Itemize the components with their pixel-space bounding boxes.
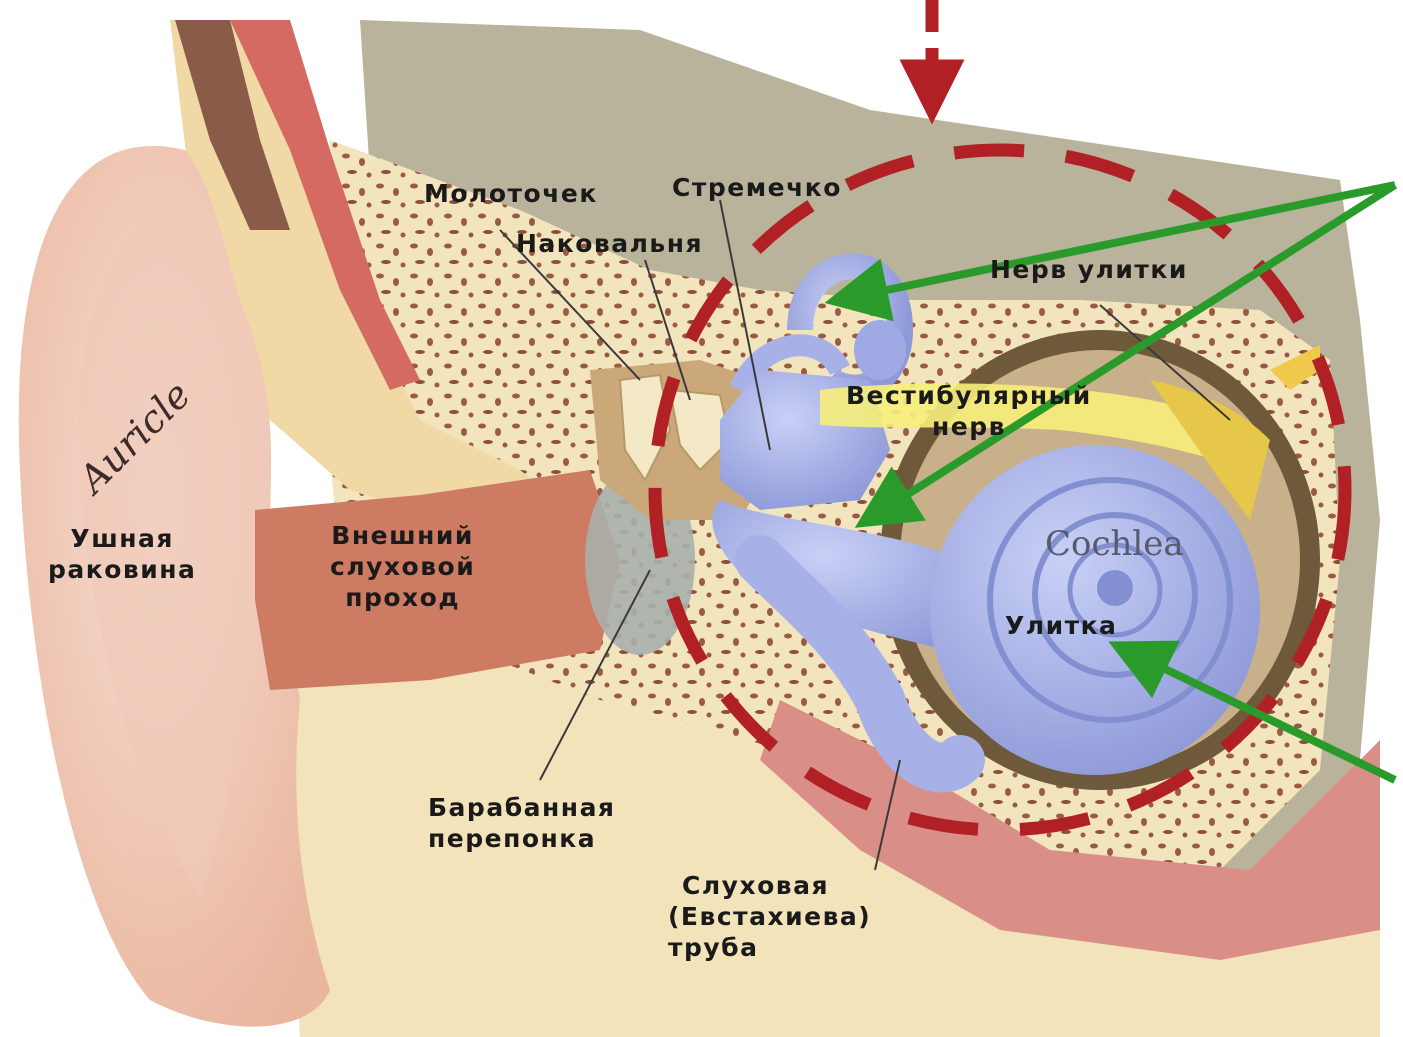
auricle-ru-label: Ушная раковина xyxy=(48,523,196,585)
stapes-label: Стремечко xyxy=(672,172,842,203)
ear-canal-label: Внешний слуховой проход xyxy=(330,520,475,613)
eustachian-line-1: Слуховая xyxy=(668,870,871,901)
auricle-ru-line-1: Ушная xyxy=(48,523,196,554)
eardrum-line-2: перепонка xyxy=(428,823,616,854)
vestibular-nerve-line-1: Вестибулярный xyxy=(846,380,1092,411)
eustachian-tube-label: Слуховая (Евстахиева) труба xyxy=(668,870,871,963)
incus-label: Наковальня xyxy=(516,228,703,259)
vestibular-nerve-line-2: нерв xyxy=(846,411,1092,442)
eardrum-line-1: Барабанная xyxy=(428,792,616,823)
ear-canal-line-3: проход xyxy=(330,582,475,613)
cochlea-en-label: Cochlea xyxy=(1045,524,1184,564)
ear-canal-line-2: слуховой xyxy=(330,551,475,582)
ear-canal-line-1: Внешний xyxy=(330,520,475,551)
vestibular-nerve-label: Вестибулярный нерв xyxy=(846,380,1092,442)
cochlea-ru-label: Улитка xyxy=(1005,610,1117,641)
eardrum-label: Барабанная перепонка xyxy=(428,792,616,854)
cochlear-nerve-label: Нерв улитки xyxy=(990,254,1188,285)
malleus-label: Молоточек xyxy=(424,178,598,209)
eustachian-line-2: (Евстахиева) xyxy=(668,901,871,932)
eustachian-line-3: труба xyxy=(668,932,871,963)
auricle-ru-line-2: раковина xyxy=(48,554,196,585)
